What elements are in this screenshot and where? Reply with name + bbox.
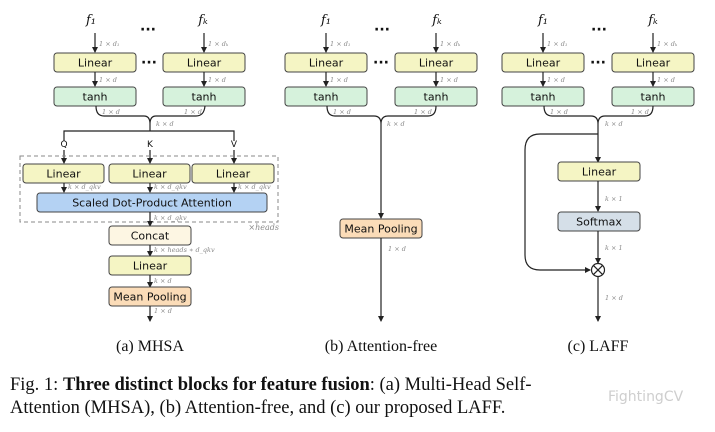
mean-pooling-label: Mean Pooling [113, 291, 186, 304]
linear-label: Linear [216, 168, 251, 181]
linear-label: Linear [133, 260, 168, 273]
dim-label: 1 × d [154, 307, 172, 315]
q-label: Q [60, 140, 67, 150]
dim-label: k × 1 [605, 195, 623, 203]
dim-label: 1 × d [333, 108, 351, 116]
ellipsis: ··· [590, 55, 606, 71]
linear-label: Linear [419, 57, 454, 70]
figure-caption: Fig. 1: Three distinct blocks for featur… [10, 374, 710, 420]
dim-label: 1 × d [414, 108, 432, 116]
feature-fk-label: fₖ [647, 13, 658, 28]
feature-fk-label: fₖ [197, 13, 208, 28]
dim-label: 1 × d₁ [99, 40, 119, 48]
dim-label: 1 × d [440, 76, 458, 84]
concat-label: Concat [131, 230, 170, 243]
tanh-box [53, 86, 137, 107]
softmax-label: Softmax [576, 216, 622, 229]
tanh-label: tanh [531, 91, 556, 104]
dim-label: 1 × d [388, 245, 406, 253]
dim-label: 1 × d [550, 108, 568, 116]
ellipsis: ··· [141, 55, 157, 71]
dim-label: k × heads ∗ d_qkv [154, 246, 215, 254]
dim-label: k × d [156, 120, 174, 128]
dim-label: 1 × dₖ [440, 40, 461, 48]
tanh-label: tanh [641, 91, 666, 104]
tanh-box [501, 86, 585, 107]
dim-label: 1 × d [657, 76, 675, 84]
dim-label: k × d [387, 120, 405, 128]
linear-v-box [191, 163, 275, 184]
tanh-box [284, 86, 368, 107]
heads-dashed-group [19, 155, 279, 223]
dim-label: 1 × d [547, 76, 565, 84]
scaled-dot-product-attention-box [36, 192, 268, 213]
dim-label: k × d [154, 277, 172, 285]
panel-attention-free: f₁ fₖ ··· 1 × d₁ 1 × dₖ Linear Linear ··… [284, 13, 478, 355]
mean-pooling-label: Mean Pooling [344, 223, 417, 236]
dim-label: k × d_qkv [238, 183, 271, 191]
tanh-label: tanh [424, 91, 449, 104]
dim-label: k × d_qkv [68, 183, 101, 191]
tanh-box [162, 86, 246, 107]
feature-f1-label: f₁ [320, 13, 331, 28]
dim-label: k × d_qkv [154, 214, 187, 222]
dim-label: 1 × d [99, 76, 117, 84]
dim-label: k × d_qkv [154, 183, 187, 191]
heads-multiplier-label: ×heads [248, 223, 279, 232]
tanh-label: tanh [314, 91, 339, 104]
caption-line1: : (a) Multi-Head Self- [369, 375, 532, 395]
ellipsis: ··· [591, 22, 607, 38]
dim-label: 1 × dₖ [208, 40, 229, 48]
subcaption-laff: (c) LAFF [568, 338, 629, 355]
linear-box [557, 161, 641, 182]
ellipsis: ··· [140, 22, 156, 38]
linear-label: Linear [46, 168, 81, 181]
dim-label: 1 × dₖ [657, 40, 678, 48]
linear-label: Linear [78, 57, 113, 70]
ellipsis: ··· [374, 22, 390, 38]
dim-label: k × 1 [605, 244, 623, 252]
dim-label: k × d [605, 120, 623, 128]
watermark: FightingCV [608, 389, 684, 405]
dim-label: 1 × d [102, 108, 120, 116]
ellipsis: ··· [373, 55, 389, 71]
dim-label: 1 × d [330, 76, 348, 84]
feature-f1-label: f₁ [537, 13, 548, 28]
tanh-label: tanh [83, 91, 108, 104]
panel-laff: f₁ fₖ ··· 1 × d₁ 1 × dₖ Linear Linear ··… [501, 13, 695, 355]
softmax-box [557, 211, 641, 232]
attention-label: Scaled Dot-Product Attention [72, 197, 232, 210]
v-label: V [231, 140, 238, 150]
dim-label: 1 × d₁ [547, 40, 567, 48]
feature-f1-label: f₁ [85, 13, 96, 28]
feature-fk-label: fₖ [431, 13, 442, 28]
caption-title: Three distinct blocks for feature fusion [62, 375, 370, 395]
linear-label: Linear [309, 57, 344, 70]
k-label: K [147, 140, 154, 150]
qkv-split-connector [63, 130, 235, 141]
subcaption-mhsa: (a) MHSA [116, 338, 184, 355]
dim-label: 1 × d [208, 76, 226, 84]
linear-label: Linear [187, 57, 222, 70]
tanh-label: tanh [192, 91, 217, 104]
dim-label: 1 × d [184, 108, 202, 116]
caption-line2: Attention (MHSA), (b) Attention-free, an… [10, 398, 506, 418]
dim-label: 1 × d [605, 294, 623, 302]
linear-label: Linear [132, 168, 167, 181]
linear-label: Linear [526, 57, 561, 70]
linear-label: Linear [582, 166, 617, 179]
skip-connection [524, 133, 598, 273]
linear-label: Linear [636, 57, 671, 70]
dim-label: 1 × d₁ [330, 40, 350, 48]
subcaption-attention-free: (b) Attention-free [325, 338, 437, 355]
multiply-icon [590, 262, 606, 278]
caption-prefix: Fig. 1: [10, 375, 63, 395]
panel-mhsa: f₁ fₖ ··· 1 × d₁ 1 × dₖ Linear Linear ··… [19, 13, 279, 355]
dim-label: 1 × d [631, 108, 649, 116]
